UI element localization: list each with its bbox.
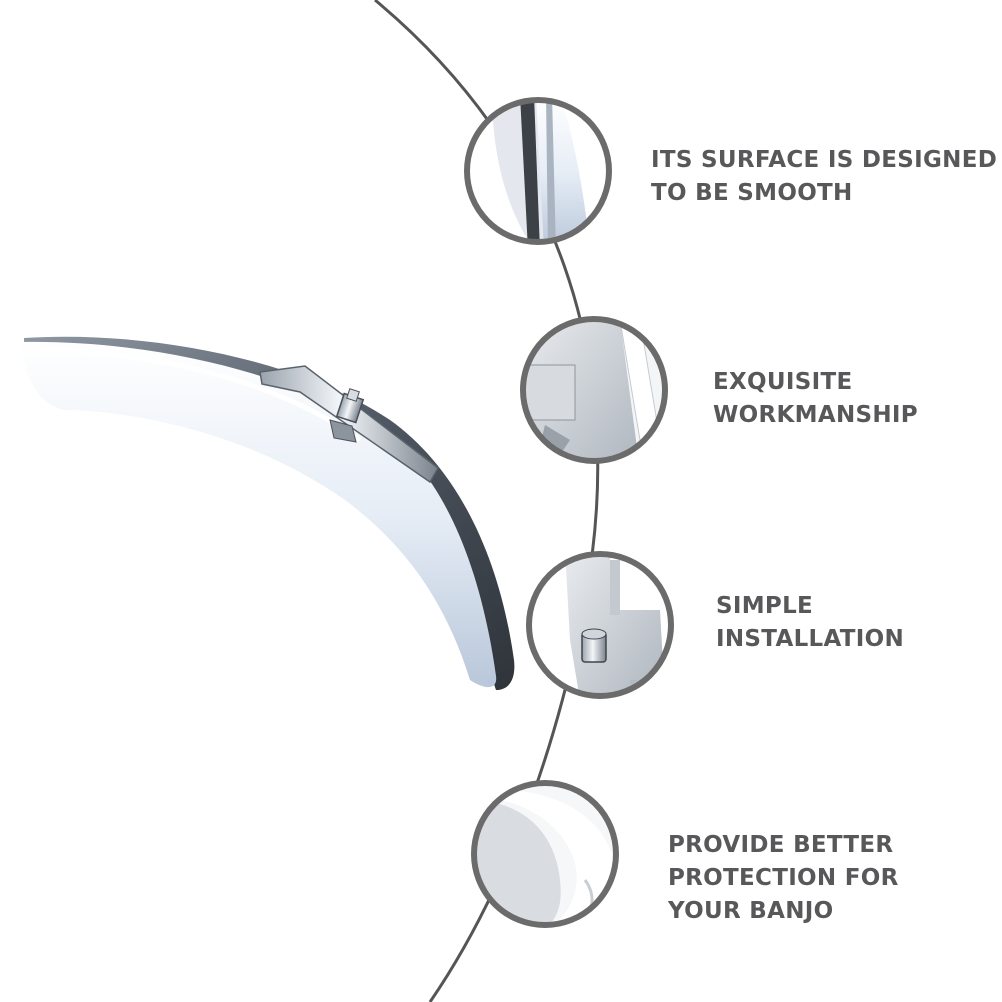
feature-text-smooth-surface: ITS SURFACE IS DESIGNED TO BE SMOOTH xyxy=(651,144,997,210)
feature-text-workmanship: EXQUISITE WORKMANSHIP xyxy=(713,366,918,432)
detail-circle-protection xyxy=(471,780,619,928)
feature-text-line: PROVIDE BETTER xyxy=(668,832,894,858)
feature-text-line: EXQUISITE xyxy=(713,369,853,395)
feature-text-line: YOUR BANJO xyxy=(668,898,834,924)
feature-text-line: INSTALLATION xyxy=(716,626,905,652)
armrest-product-image xyxy=(22,336,515,690)
feature-text-line: PROTECTION FOR xyxy=(668,865,899,891)
feature-text-line: WORKMANSHIP xyxy=(713,402,918,428)
detail-circle-smooth-surface xyxy=(464,97,612,245)
feature-text-line: SIMPLE xyxy=(716,593,814,619)
feature-text-installation: SIMPLE INSTALLATION xyxy=(716,590,904,656)
detail-circle-installation xyxy=(526,551,674,699)
feature-text-line: TO BE SMOOTH xyxy=(651,180,853,206)
detail-circle-workmanship xyxy=(520,316,668,464)
feature-text-protection: PROVIDE BETTER PROTECTION FOR YOUR BANJO xyxy=(668,829,899,928)
feature-text-line: ITS SURFACE IS DESIGNED xyxy=(651,147,998,173)
